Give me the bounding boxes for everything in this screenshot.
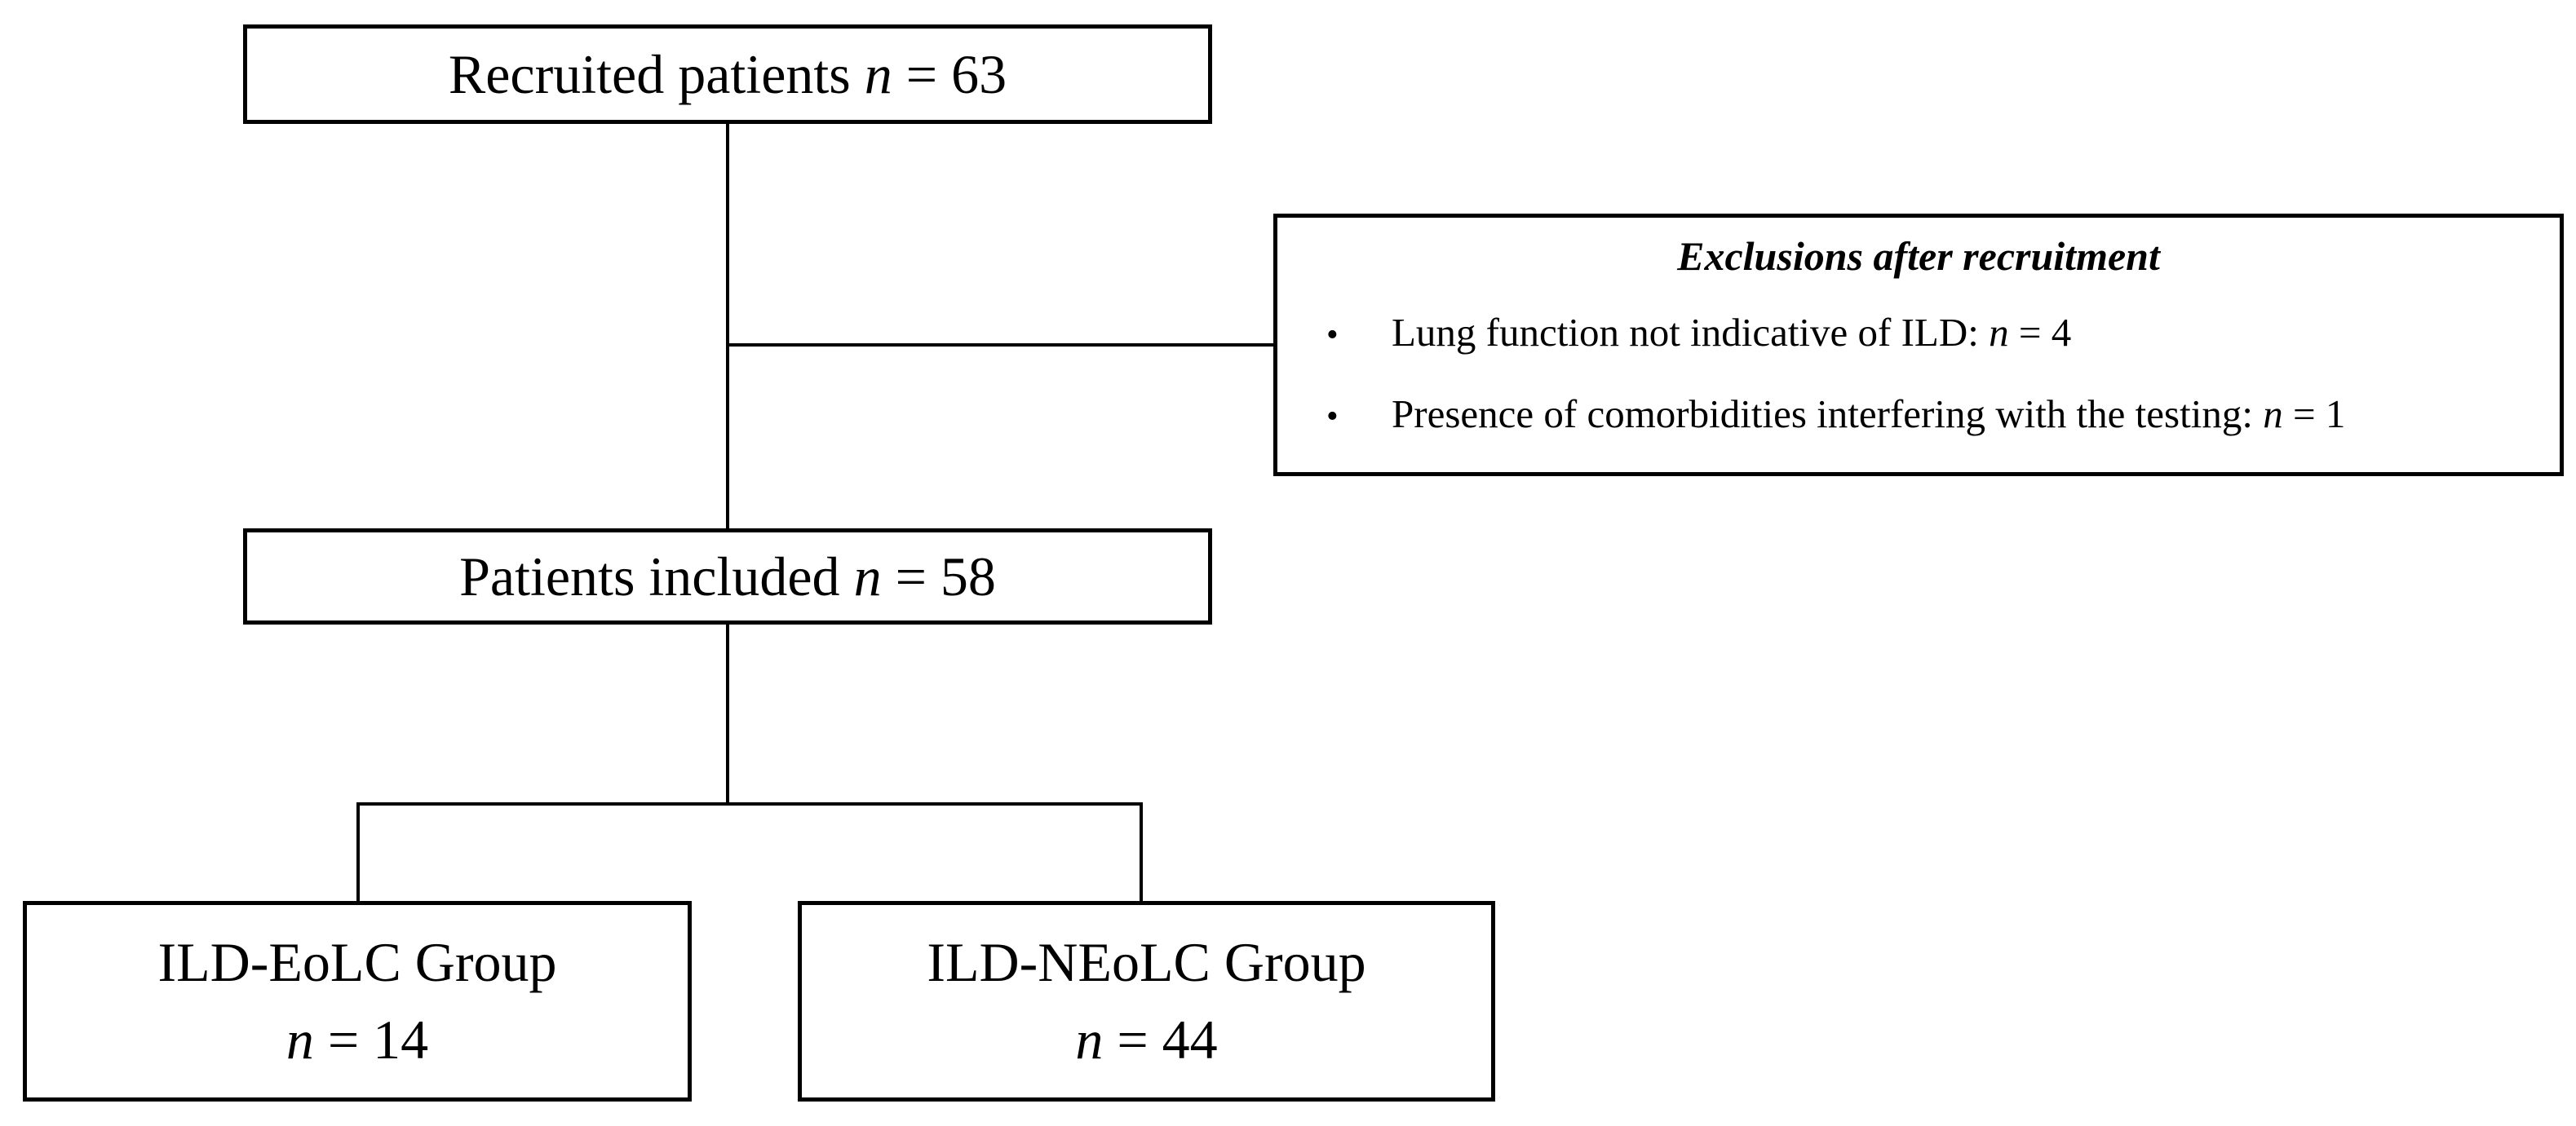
exclusion-item-comorbidities: • Presence of comorbidities interfering … bbox=[1320, 391, 2543, 437]
patients-included-label: Patients included n = 58 bbox=[459, 545, 996, 607]
n-variable: n bbox=[1989, 310, 2009, 355]
exclusion-item-text: Presence of comorbidities interfering wi… bbox=[1392, 391, 2346, 436]
n-variable: n bbox=[853, 545, 882, 607]
connector-split-horizontal bbox=[356, 802, 1143, 806]
ild-eolc-group-title: ILD-EoLC Group bbox=[157, 931, 557, 994]
connector-split-to-eolc bbox=[356, 802, 360, 903]
exclusion-item-lung-function: • Lung function not indicative of ILD: n… bbox=[1320, 309, 2543, 355]
recruited-patients-label: Recruited patients n = 63 bbox=[448, 42, 1007, 105]
connector-branch-to-exclusions bbox=[728, 343, 1275, 347]
ild-eolc-group-count: n = 14 bbox=[285, 1008, 429, 1071]
bullet-icon: • bbox=[1326, 398, 1339, 435]
connector-split-to-neolc bbox=[1140, 802, 1143, 903]
exclusions-box: Exclusions after recruitment • Lung func… bbox=[1273, 214, 2564, 476]
ild-neolc-group-count: n = 44 bbox=[1075, 1008, 1218, 1071]
exclusions-title: Exclusions after recruitment bbox=[1677, 233, 2160, 279]
ild-eolc-group-box: ILD-EoLC Group n = 14 bbox=[23, 901, 692, 1102]
patients-included-box: Patients included n = 58 bbox=[243, 528, 1212, 625]
n-variable: n bbox=[285, 1008, 314, 1071]
exclusion-item-text: Lung function not indicative of ILD: n =… bbox=[1392, 310, 2072, 355]
n-variable: n bbox=[1075, 1008, 1104, 1071]
n-variable: n bbox=[2263, 391, 2283, 436]
n-variable: n bbox=[864, 42, 892, 105]
connector-included-to-split bbox=[726, 625, 729, 804]
bullet-icon: • bbox=[1326, 316, 1339, 354]
recruited-patients-box: Recruited patients n = 63 bbox=[243, 24, 1212, 124]
ild-neolc-group-box: ILD-NEoLC Group n = 44 bbox=[798, 901, 1495, 1102]
ild-neolc-group-title: ILD-NEoLC Group bbox=[927, 931, 1366, 994]
connector-recruited-to-included bbox=[726, 124, 729, 532]
